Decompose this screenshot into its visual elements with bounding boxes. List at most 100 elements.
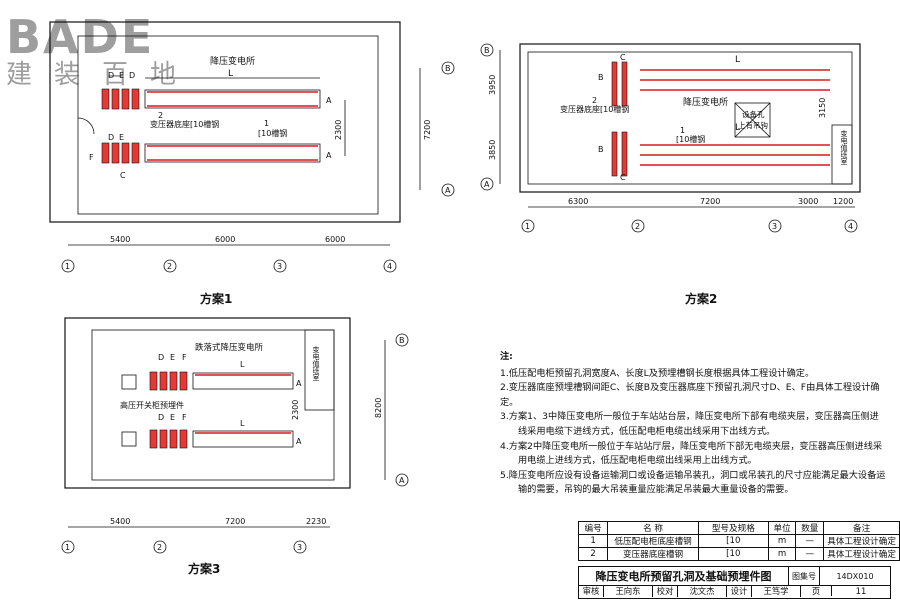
axis-bubble	[61, 259, 75, 273]
callout-1-text: [10槽钢	[258, 128, 287, 138]
brand-subtitle: 建装百地	[6, 60, 199, 90]
transformer-base	[121, 88, 130, 110]
note-item: 线采用电缆下进线方式，低压配电柜电缆出线采用下出线方式。	[518, 425, 776, 437]
label-E: E	[119, 71, 124, 80]
plan1-outer-wall	[49, 21, 401, 223]
page-number: 11	[831, 586, 890, 596]
label-B: B	[598, 145, 604, 154]
drawing-title-row: 降压变电所预留孔洞及基础预埋件图 图集号 14DX010	[578, 566, 891, 586]
table-header-cell: 名 称	[607, 521, 699, 535]
axis-bubble	[441, 61, 455, 75]
table-cell: 2	[577, 547, 609, 561]
note-item: 2.变压器底座预埋槽钢间距C、长度B及变压器底座下预留孔洞尺寸D、E、F由具体工…	[500, 382, 880, 408]
label-B: B	[598, 73, 604, 82]
duty-room	[304, 329, 335, 411]
transformer-base	[131, 88, 140, 110]
transformer-base	[159, 429, 168, 449]
label-L: L	[735, 123, 740, 133]
table-cell: 1	[577, 534, 609, 548]
axis-bubble	[480, 177, 494, 191]
axis-bubble	[273, 259, 287, 273]
label-A: A	[326, 96, 332, 105]
label-A: A	[326, 151, 332, 160]
axis-B: B	[484, 46, 490, 55]
plan-1: 降压变电所 L D E D A	[49, 21, 455, 273]
axis-bubble	[768, 219, 782, 233]
hook-label: 上有吊钩	[738, 120, 768, 130]
switchgear-pit	[192, 372, 294, 390]
plan1-title: 降压变电所	[210, 55, 255, 67]
axis-3: 3	[772, 222, 777, 231]
plan1-upper-row: L D E D A	[101, 69, 332, 110]
label-C: C	[620, 173, 626, 182]
axis-4: 4	[848, 222, 853, 231]
plan2-vdim-3150: 3150	[818, 98, 827, 118]
plan2-dim-1200: 1200	[833, 197, 853, 206]
plan3-vdim-8200: 8200	[374, 398, 383, 418]
table-cell: —	[795, 534, 825, 548]
transformer-base	[149, 371, 158, 391]
plan2-title: 降压变电所	[683, 96, 728, 108]
transformer-base	[149, 429, 158, 449]
axis-B: B	[399, 336, 405, 345]
transformer-base	[121, 142, 130, 164]
label-E: E	[119, 133, 124, 142]
note-item: 5.降压变电所应设有设备运输洞口或设备运输吊装孔，洞口或吊装孔的尺寸应能满足最大…	[500, 469, 886, 481]
axis-A: A	[484, 180, 490, 189]
axis-bubble	[631, 219, 645, 233]
plan1-caption: 方案1	[200, 292, 233, 306]
design-label: 设计	[726, 585, 751, 597]
duty-room-label: 变电值班室	[312, 345, 320, 381]
table-cell: m	[767, 534, 797, 548]
signature-row: 审核 王向东 校对 沈文杰 设计 王笃学 页 11	[578, 584, 891, 599]
table-cell: 具体工程设计确定	[823, 534, 900, 548]
label-E: E	[170, 413, 175, 422]
axis-bubble	[480, 43, 494, 57]
callout-1-number: 1	[680, 126, 685, 135]
table-cell: 具体工程设计确定	[823, 547, 900, 561]
table-header-cell: 单位	[767, 521, 797, 535]
plan3-outer-wall	[64, 317, 351, 489]
table-cell: [10	[697, 547, 769, 561]
table-header-cell: 编号	[577, 521, 609, 535]
axis-3: 3	[297, 543, 302, 552]
axis-A: A	[399, 476, 405, 485]
transformer-base	[159, 371, 168, 391]
transformer-base	[611, 61, 618, 107]
plan2-vdim-3950: 3950	[488, 75, 497, 95]
transformer-base	[131, 142, 140, 164]
switchgear-pit	[144, 89, 321, 109]
equipment-hatch-label: 设备孔	[742, 109, 765, 119]
plan2-inner-wall	[527, 51, 853, 185]
label-D: D	[158, 353, 164, 362]
transformer-base	[179, 371, 188, 391]
axis-bubble	[153, 540, 167, 554]
label-A: A	[296, 379, 302, 388]
label-E: E	[170, 353, 175, 362]
duty-room	[831, 124, 853, 185]
plan2-dim-6300: 6300	[568, 197, 588, 206]
drawing-title: 降压变电所预留孔洞及基础预埋件图	[595, 570, 772, 583]
label-L: L	[735, 55, 740, 65]
plan3-dim-7200: 7200	[225, 517, 245, 526]
transformer-base	[611, 131, 618, 177]
page-label: 页	[800, 585, 831, 597]
callout-2-text: 变压器底座[10槽钢	[150, 119, 219, 129]
axis-bubble	[521, 219, 535, 233]
table-cell: [10	[697, 534, 769, 548]
table-row: 2 变压器底座槽钢 [10 m — 具体工程设计确定	[577, 547, 900, 561]
plan-3: 变电值班室 跌落式降压变电所 D E F D E F L L A A	[61, 317, 409, 554]
note-item: 用电缆上进线方式，低压配电柜电缆出线采用上出线方式。	[518, 455, 757, 467]
label-D: D	[108, 133, 114, 142]
switchgear-pit	[192, 430, 294, 448]
equipment-hatch	[734, 102, 771, 138]
note-item: 3.方案1、3中降压变电所一般位于车站站台层，降压变电所下部有电缆夹层，变压器高…	[500, 411, 879, 423]
axis-2: 2	[635, 222, 640, 231]
plan3-dim-2230: 2230	[306, 517, 326, 526]
label-L: L	[240, 360, 245, 369]
axis-2: 2	[157, 543, 162, 552]
checker-name: 沈文杰	[677, 585, 726, 597]
transformer-base	[101, 88, 110, 110]
materials-table: 编号 名 称 型号及规格 单位 数量 备注 1 低压配电柜底座槽钢 [10 m …	[577, 521, 900, 561]
